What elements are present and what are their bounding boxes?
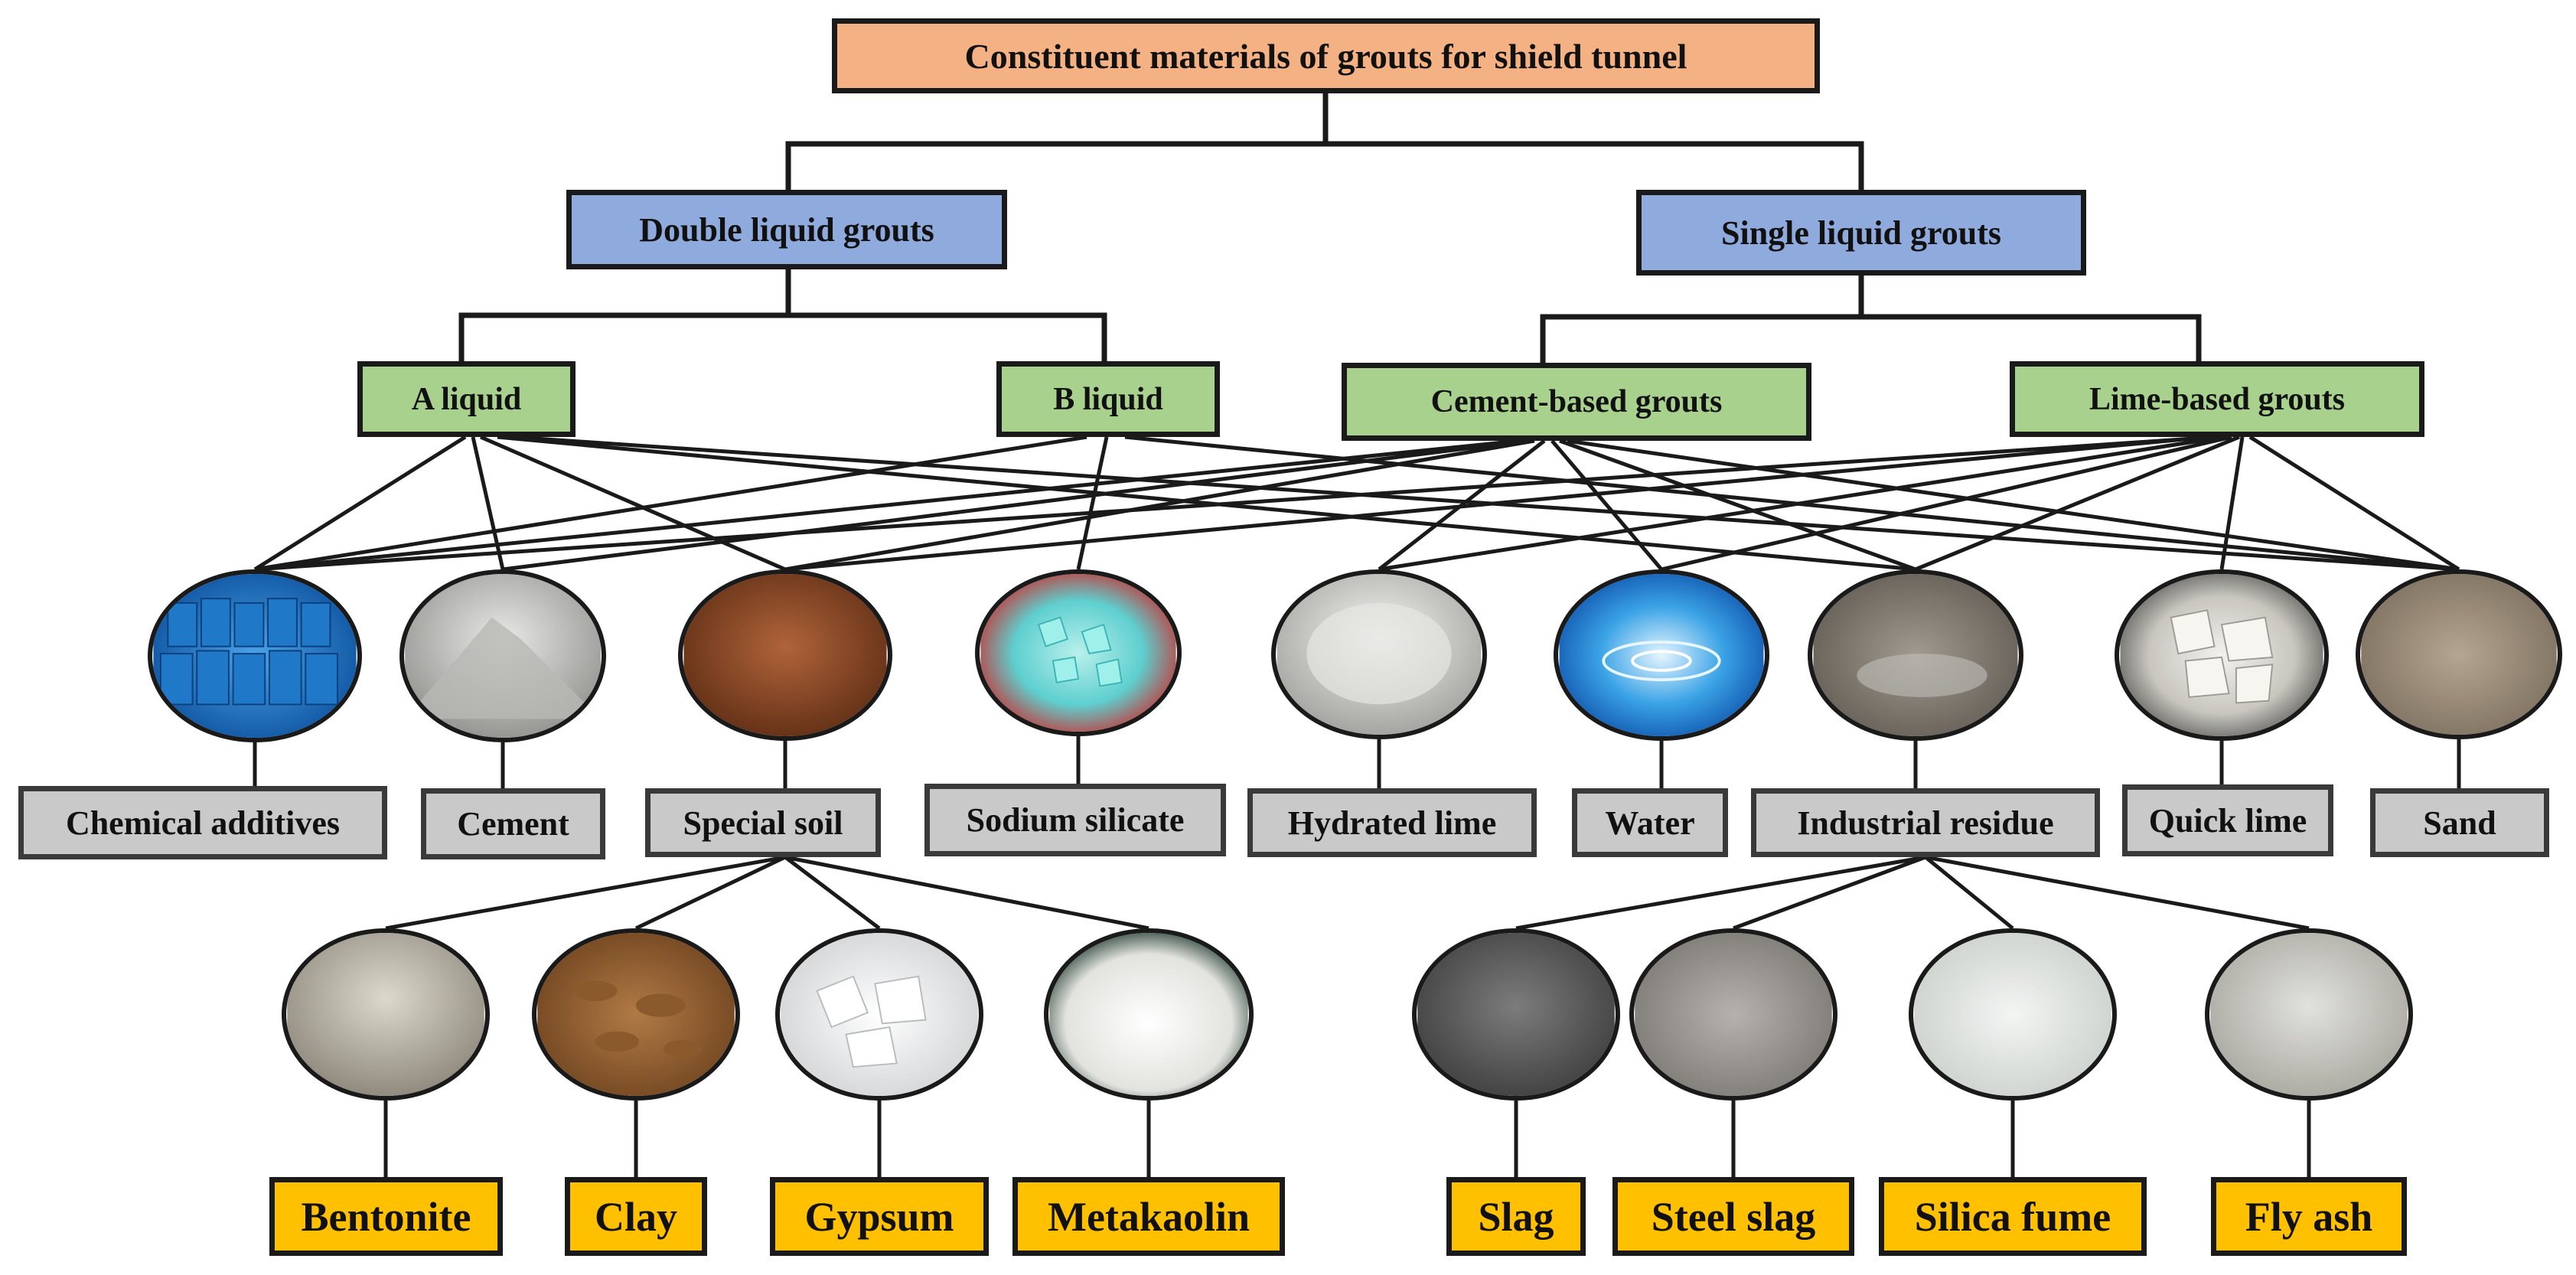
double-liquid-grouts-box: Double liquid grouts: [566, 190, 1007, 269]
gypsum-photo: [775, 928, 983, 1101]
sub-stem-lines: [383, 1101, 2311, 1177]
bentonite-photo: [282, 928, 490, 1101]
silica-fume-label: Silica fume: [1914, 1193, 2111, 1240]
single-liquid-grouts-box: Single liquid grouts: [1636, 190, 2086, 276]
hydrated-lime-label: Hydrated lime: [1287, 804, 1497, 842]
lime-based-grouts-label: Lime-based grouts: [2089, 381, 2346, 417]
water-label: Water: [1605, 804, 1695, 842]
root-title-box: Constituent materials of grouts for shie…: [832, 18, 1820, 93]
sand-box: Sand: [2370, 788, 2549, 857]
b-liquid-box: B liquid: [996, 361, 1220, 437]
b-liquid-label: B liquid: [1053, 381, 1163, 417]
a-liquid-box: A liquid: [357, 361, 576, 437]
cement-label: Cement: [457, 805, 569, 843]
single-liquid-grouts-label: Single liquid grouts: [1721, 214, 2001, 252]
hydrated-lime-box: Hydrated lime: [1247, 788, 1537, 857]
fly-ash-box: Fly ash: [2211, 1177, 2407, 1256]
metakaolin-box: Metakaolin: [1012, 1177, 1285, 1256]
chemical-additives-box: Chemical additives: [18, 786, 387, 859]
chemical-additives-photo: [148, 569, 362, 742]
sodium-silicate-photo: [975, 569, 1182, 736]
quick-lime-photo: [2115, 569, 2329, 741]
industrial-residue-photo: [1808, 569, 2023, 741]
steel-slag-label: Steel slag: [1651, 1193, 1816, 1240]
fly-ash-label: Fly ash: [2245, 1193, 2373, 1240]
lime-based-grouts-box: Lime-based grouts: [2010, 361, 2424, 437]
cement-based-grouts-box: Cement-based grouts: [1342, 363, 1811, 441]
double-liquid-branch-lines: [458, 266, 1107, 364]
steel-slag-photo: [1629, 928, 1837, 1101]
cement-photo: [399, 569, 606, 742]
industrial-residue-label: Industrial residue: [1797, 804, 2054, 842]
industrial-residue-box: Industrial residue: [1751, 788, 2100, 857]
slag-box: Slag: [1446, 1177, 1586, 1256]
metakaolin-label: Metakaolin: [1048, 1193, 1250, 1240]
root-title: Constituent materials of grouts for shie…: [964, 36, 1687, 76]
fly-ash-photo: [2205, 928, 2413, 1101]
gypsum-label: Gypsum: [804, 1193, 954, 1240]
clay-photo: [532, 928, 740, 1101]
lime-based-links: [254, 435, 2460, 572]
sand-photo: [2356, 569, 2562, 739]
special-soil-photo: [678, 569, 892, 741]
chemical-additives-label: Chemical additives: [65, 804, 341, 842]
silica-fume-photo: [1909, 928, 2117, 1101]
metakaolin-photo: [1044, 928, 1254, 1101]
a-liquid-links: [253, 435, 2460, 572]
industrial-residue-fan-lines: [1515, 855, 2310, 931]
gypsum-box: Gypsum: [770, 1177, 989, 1256]
sodium-silicate-label: Sodium silicate: [966, 801, 1185, 839]
sodium-silicate-box: Sodium silicate: [924, 784, 1226, 856]
slag-label: Slag: [1478, 1193, 1554, 1240]
quick-lime-box: Quick lime: [2122, 784, 2333, 856]
special-soil-fan-lines: [385, 855, 1149, 931]
a-liquid-label: A liquid: [411, 381, 522, 417]
material-stem-lines: [253, 736, 2461, 788]
quick-lime-label: Quick lime: [2148, 801, 2307, 840]
double-liquid-grouts-label: Double liquid grouts: [639, 210, 934, 249]
root-branch-lines: [785, 90, 1864, 193]
water-photo: [1554, 569, 1769, 741]
clay-label: Clay: [595, 1193, 677, 1240]
water-box: Water: [1572, 788, 1728, 857]
clay-box: Clay: [565, 1177, 707, 1256]
cement-box: Cement: [421, 788, 605, 859]
slag-photo: [1412, 928, 1620, 1101]
special-soil-label: Special soil: [683, 804, 843, 842]
bentonite-label: Bentonite: [301, 1193, 471, 1240]
silica-fume-box: Silica fume: [1879, 1177, 2147, 1256]
steel-slag-box: Steel slag: [1612, 1177, 1854, 1256]
cement-based-grouts-label: Cement-based grouts: [1430, 384, 1723, 419]
sand-label: Sand: [2423, 804, 2496, 842]
hydrated-lime-photo: [1271, 569, 1487, 739]
bentonite-box: Bentonite: [269, 1177, 503, 1256]
special-soil-box: Special soil: [645, 788, 881, 857]
single-liquid-branch-lines: [1540, 272, 2202, 366]
